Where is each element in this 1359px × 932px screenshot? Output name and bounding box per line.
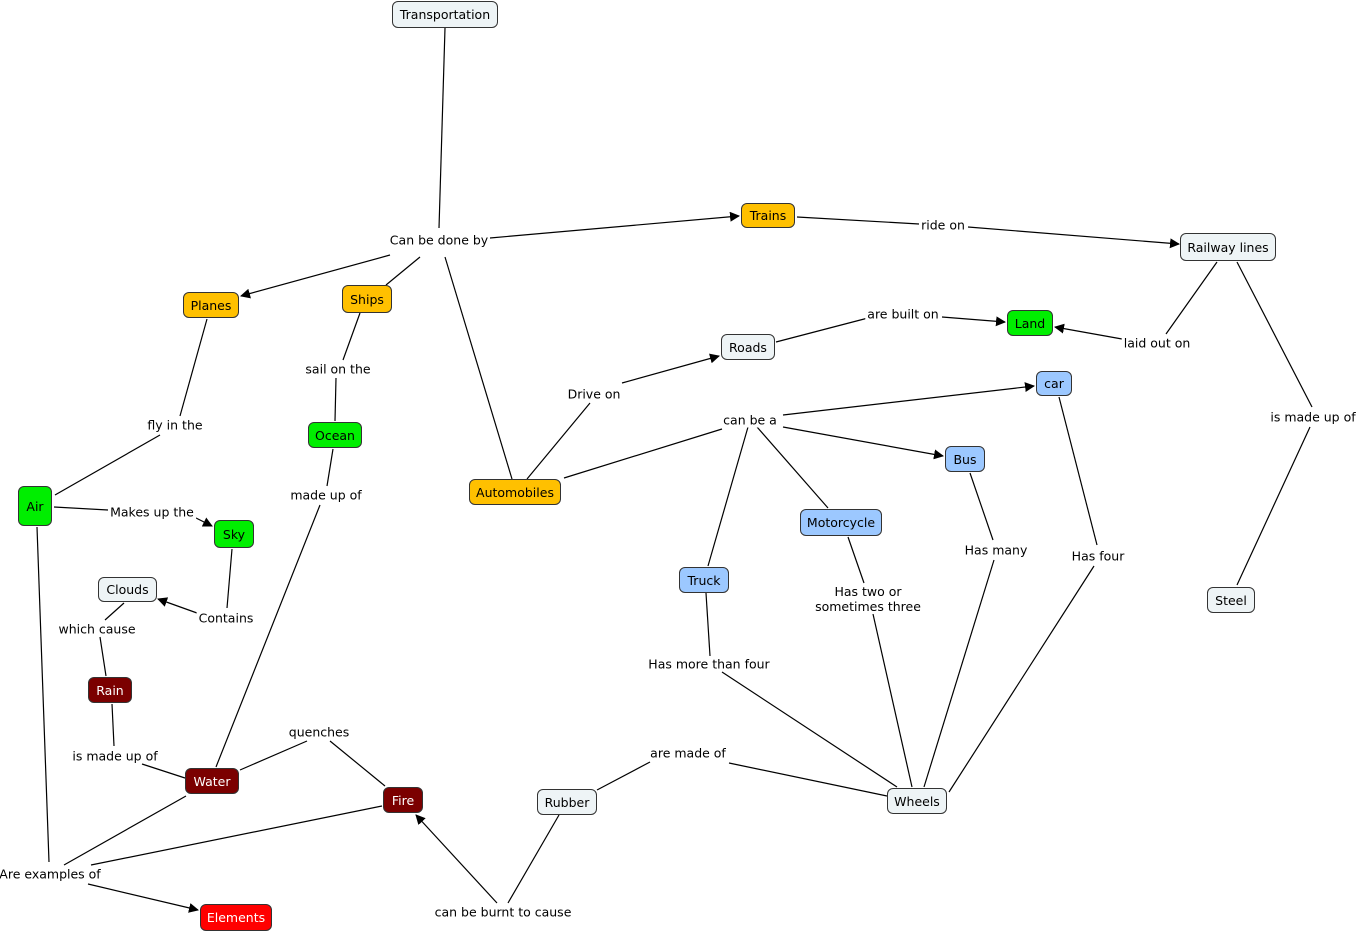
edge-air-examples: [36, 526, 50, 863]
node-rain[interactable]: Rain: [88, 677, 132, 703]
node-ocean[interactable]: Ocean: [308, 422, 362, 448]
link-drive-on: Drive on: [565, 386, 623, 402]
node-sky[interactable]: Sky: [214, 520, 254, 548]
node-elements[interactable]: Elements: [200, 904, 272, 931]
edge-auto-canbea: [563, 428, 723, 479]
node-automobiles[interactable]: Automobiles: [469, 479, 561, 505]
link-makes-up-the: Makes up the: [108, 504, 196, 520]
node-transportation[interactable]: Transportation: [392, 1, 498, 28]
node-fire[interactable]: Fire: [383, 787, 423, 813]
edge-fire-examples: [90, 805, 383, 866]
node-roads[interactable]: Roads: [721, 334, 775, 360]
edge-to-automobiles: [444, 256, 513, 480]
edge-to-trains: [489, 211, 740, 239]
edge-wheels-aremadeof: [728, 762, 888, 797]
link-has-four: Has four: [1069, 548, 1127, 564]
link-made-up-of: made up of: [288, 487, 364, 503]
link-laid-out-on: laid out on: [1121, 335, 1193, 351]
link-is-made-up-of-steel: is made up of: [1268, 409, 1358, 425]
node-steel[interactable]: Steel: [1207, 587, 1255, 613]
edge-moto-hastwo: [847, 536, 865, 584]
edge-laidout-land: [1054, 323, 1123, 340]
edge-railway-madeup: [1236, 261, 1313, 408]
node-planes[interactable]: Planes: [183, 292, 239, 318]
node-ships[interactable]: Ships: [342, 285, 392, 313]
edge-canbea-bus: [782, 426, 944, 460]
link-has-many: Has many: [962, 542, 1030, 558]
edge-madeup-steel: [1236, 426, 1311, 586]
link-is-made-up-of-water: is made up of: [70, 748, 160, 764]
link-quenches: quenches: [286, 724, 352, 740]
edge-examples-elements: [87, 883, 199, 913]
link-ride-on: ride on: [919, 217, 967, 233]
edge-ships-sailon: [342, 312, 361, 361]
edge-sailon-ocean: [334, 377, 337, 422]
edge-water-quenches: [239, 740, 308, 771]
link-fly-in-the: fly in the: [145, 417, 205, 433]
link-can-be-a: can be a: [721, 412, 779, 428]
link-which-cause: which cause: [56, 621, 138, 637]
edge-driveon-roads: [621, 353, 720, 384]
edge-hasmore-wheels: [721, 671, 898, 788]
edge-burnt-fire: [415, 814, 498, 904]
edge-clouds-whichcause: [104, 602, 125, 621]
link-contains: Contains: [196, 610, 256, 626]
node-land[interactable]: Land: [1007, 310, 1053, 336]
link-can-be-burnt-to-cause: can be burnt to cause: [432, 904, 574, 920]
edge-roads-builton: [775, 317, 869, 343]
node-wheels[interactable]: Wheels: [887, 788, 947, 814]
edge-contains-clouds: [157, 597, 198, 614]
edge-car-hasfour: [1058, 396, 1098, 546]
edge-hasmany-wheels: [923, 559, 995, 788]
edge-railway-laidout: [1165, 261, 1218, 335]
edge-trains-rideon: [796, 216, 920, 225]
edge-truck-hasmore: [705, 592, 711, 657]
edge-ocean-madeup: [326, 448, 334, 487]
node-railway-lines[interactable]: Railway lines: [1180, 233, 1276, 261]
edge-aremadeof-rubber: [596, 761, 651, 791]
edge-builton-land: [941, 316, 1006, 327]
edge-madeup-water2: [141, 763, 186, 779]
node-clouds[interactable]: Clouds: [98, 577, 157, 602]
edge-to-planes: [240, 254, 391, 299]
edge-bus-hasmany: [969, 472, 994, 541]
node-truck[interactable]: Truck: [679, 567, 729, 593]
edge-transportation-link: [438, 27, 446, 229]
edge-to-ships: [385, 256, 421, 286]
node-air[interactable]: Air: [18, 486, 52, 526]
node-water[interactable]: Water: [185, 768, 239, 794]
edge-hastwo-wheels: [872, 613, 913, 788]
edge-auto-driveon: [526, 402, 591, 480]
edge-flyin-air: [54, 434, 161, 496]
node-rubber[interactable]: Rubber: [537, 789, 597, 815]
link-are-built-on: are built on: [865, 306, 941, 322]
node-motorcycle[interactable]: Motorcycle: [800, 509, 882, 536]
edge-makesup-sky: [193, 516, 213, 527]
edge-whichcause-rain: [99, 636, 107, 677]
link-are-examples-of: Are examples of: [0, 866, 103, 882]
edge-canbea-motorcycle: [756, 426, 829, 509]
edge-hasfour-wheels: [948, 565, 1095, 793]
link-has-more-than-four: Has more than four: [646, 656, 772, 672]
link-can-be-done-by: Can be done by: [387, 232, 491, 248]
node-trains[interactable]: Trains: [741, 203, 795, 228]
edge-sky-contains: [226, 548, 233, 609]
edge-air-makesup: [53, 506, 109, 511]
edge-planes-flyin: [179, 318, 208, 417]
edge-water-examples: [63, 795, 187, 866]
link-has-two-or-sometimes-three: Has two or sometimes three: [813, 584, 923, 614]
edge-quenches-fire: [329, 740, 386, 787]
node-car[interactable]: car: [1036, 371, 1072, 396]
edge-rain-madeup: [111, 703, 115, 747]
link-sail-on-the: sail on the: [303, 361, 373, 377]
edge-rubber-burnt: [507, 814, 560, 904]
node-bus[interactable]: Bus: [945, 446, 985, 472]
edge-rideon-railway: [967, 226, 1180, 249]
link-are-made-of: are made of: [648, 745, 728, 761]
edge-madeup-water: [215, 504, 321, 768]
edge-canbea-car: [782, 382, 1035, 416]
edge-canbea-truck: [707, 426, 749, 567]
